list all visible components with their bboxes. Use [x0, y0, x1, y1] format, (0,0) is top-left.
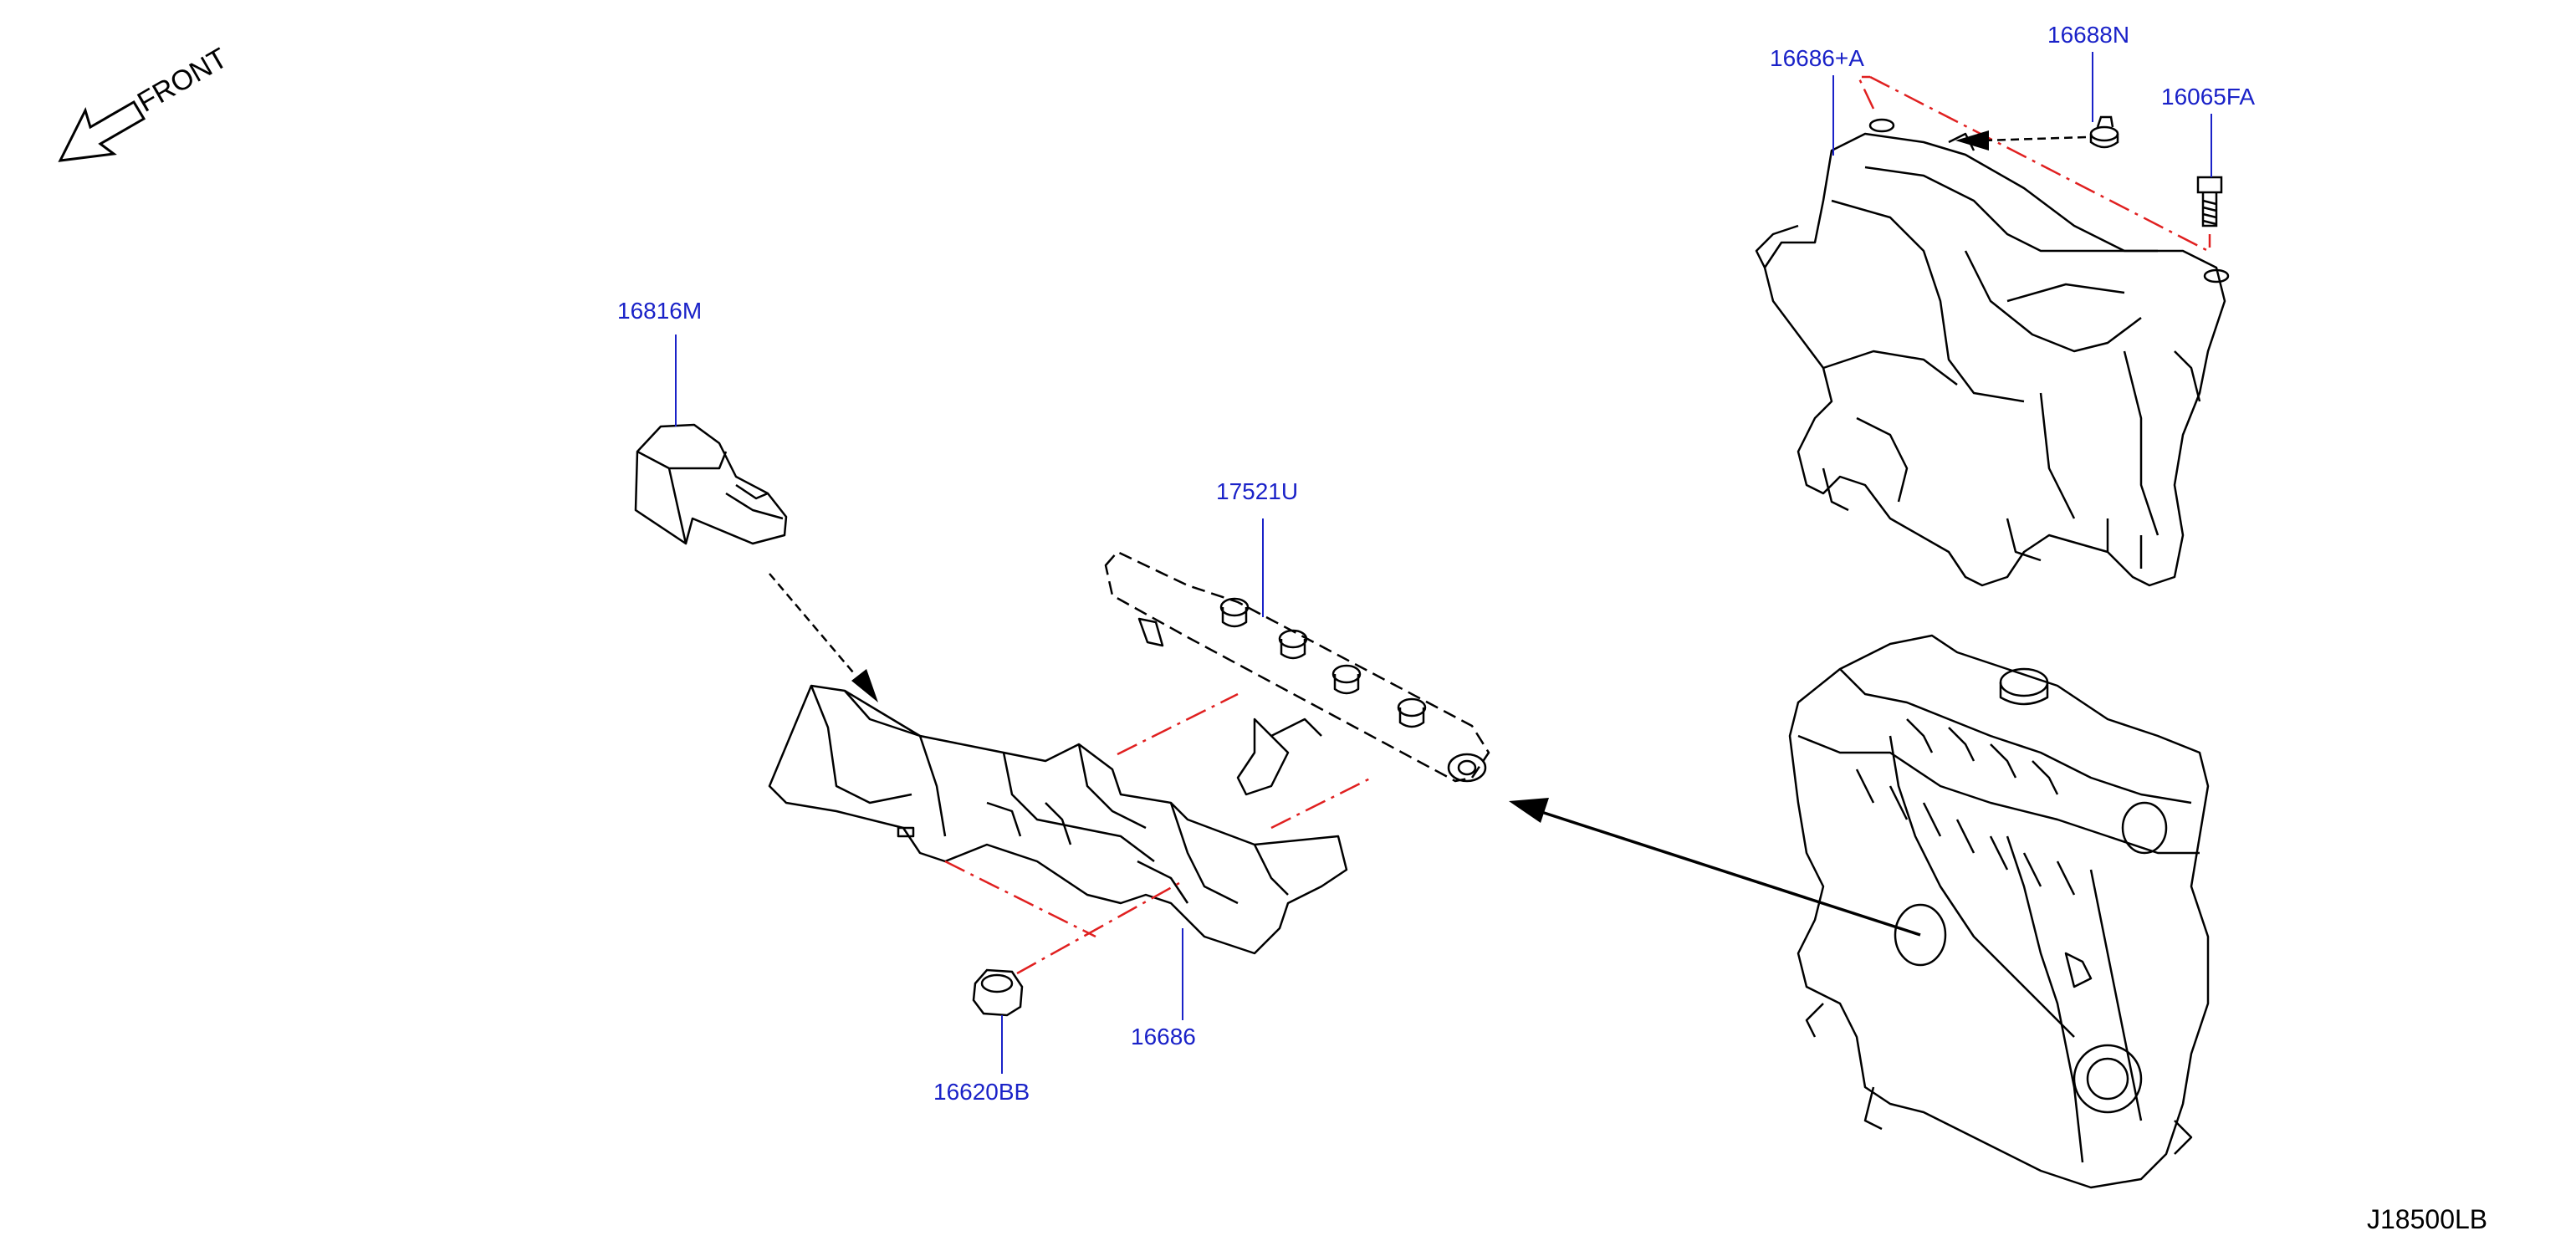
reference-code: J18500LB: [2367, 1204, 2488, 1234]
engine-block: [1788, 634, 2210, 1189]
engine-cover-lower: [768, 684, 1348, 955]
part-label-16686a: 16686+A: [1770, 45, 1864, 71]
part-label-16620bb: 16620BB: [933, 1079, 1030, 1105]
alignment-lines-lower: [944, 692, 1372, 975]
part-label-16816m: 16816M: [617, 298, 703, 324]
nut-part: [972, 968, 1024, 1017]
part-label-17521u: 17521U: [1216, 478, 1299, 504]
bolt-part: [2196, 176, 2223, 227]
insulator-part: [634, 423, 788, 545]
injector-port-4: [1397, 697, 1427, 728]
fuel-rail-part: [1104, 550, 1490, 796]
injector-port-2: [1278, 629, 1308, 660]
arrow-front-icon: [58, 100, 146, 162]
attach-arrow-upper: [1955, 130, 2087, 151]
assembly-arrow: [1509, 798, 1921, 937]
clip-part: [2089, 115, 2119, 149]
leader-lines: [675, 52, 2212, 1074]
engine-cover-upper: [1755, 118, 2230, 587]
part-label-16686: 16686: [1131, 1024, 1196, 1049]
injector-port-3: [1331, 664, 1362, 695]
alignment-lines-upper: [1857, 75, 2211, 253]
injector-port-1: [1219, 597, 1250, 628]
attach-arrow-insulator: [769, 573, 878, 702]
part-label-16065fa: 16065FA: [2161, 84, 2256, 110]
part-label-16688n: 16688N: [2047, 22, 2130, 48]
